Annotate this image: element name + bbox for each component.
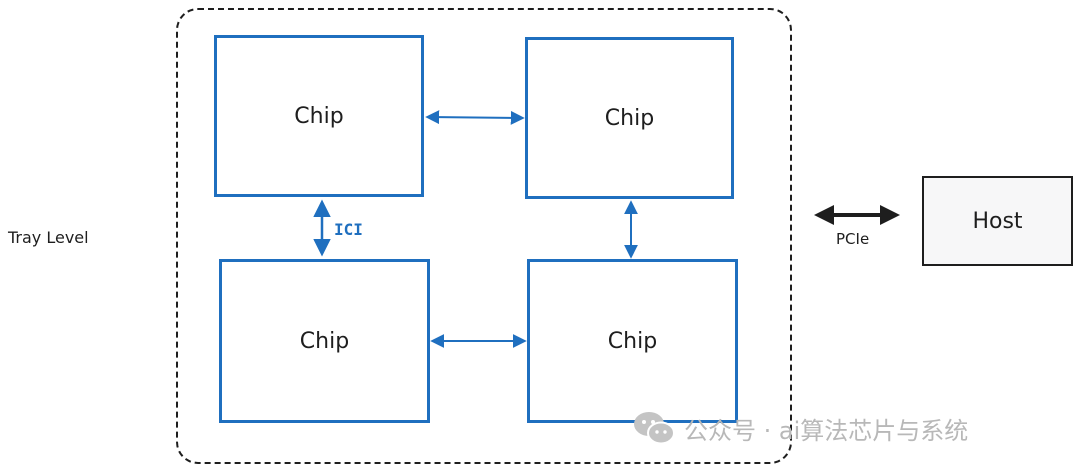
host-node: Host	[922, 176, 1073, 266]
chip-label: Chip	[607, 328, 658, 354]
chip-bottom-right: Chip	[527, 259, 738, 423]
ici-label: ICI	[334, 220, 363, 239]
watermark: 公众号 · ai算法芯片与系统	[632, 410, 968, 446]
pcie-label: PCIe	[836, 230, 870, 248]
chip-label: Chip	[294, 103, 344, 129]
wechat-icon	[634, 412, 675, 445]
chip-bottom-left: Chip	[219, 259, 430, 423]
watermark-text: 公众号 · ai算法芯片与系统	[684, 416, 969, 445]
chip-top-right: Chip	[525, 37, 734, 199]
tray-boundary	[176, 8, 792, 464]
chip-label: Chip	[299, 328, 350, 354]
tray-level-label: Tray Level	[8, 228, 89, 247]
chip-top-left: Chip	[214, 35, 424, 197]
host-label: Host	[972, 208, 1023, 234]
chip-label: Chip	[604, 105, 655, 131]
